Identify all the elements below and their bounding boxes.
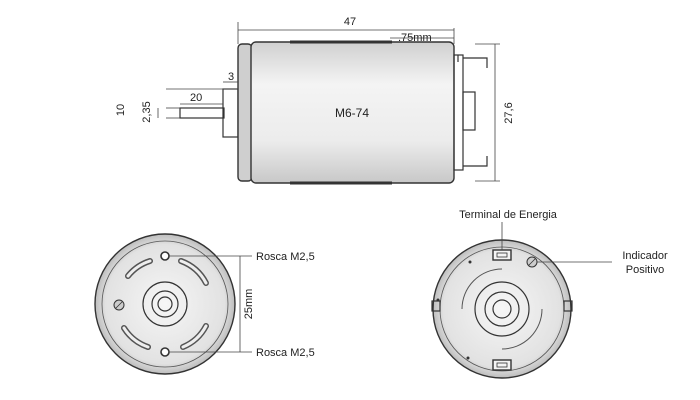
- screw-hole-bottom: [160, 347, 170, 357]
- terminal-bottom: [463, 156, 488, 167]
- indicator-label-line2: Positivo: [626, 264, 665, 276]
- rear-bearing-boss: [462, 91, 476, 131]
- indicator-label-line1: Indicador: [622, 250, 668, 262]
- dimension-hole-spacing: 25mm: [243, 289, 255, 320]
- dimension-overall-length: 47: [344, 16, 356, 28]
- model-label: M6-74: [335, 106, 369, 120]
- motor-shaft: [179, 107, 225, 119]
- dimension-shaft-length: 20: [190, 92, 202, 104]
- rear-shaft-end: [492, 299, 512, 319]
- front-center-boss: [142, 281, 188, 327]
- front-end-rim: [237, 43, 253, 182]
- terminal-label: Terminal de Energia: [459, 209, 558, 221]
- front-shaft-end: [157, 296, 173, 312]
- dimension-shaft-diameter: 2,35: [141, 101, 153, 122]
- rear-end-cap: [453, 54, 464, 171]
- power-terminal-bottom: [492, 359, 512, 371]
- thread-label-bottom: Rosca M2,5: [256, 347, 315, 359]
- rear-center-boss: [474, 281, 530, 337]
- front-view: Rosca M2,5 Rosca M2,5 25mm: [94, 233, 315, 375]
- dimension-shaft-step: 3: [228, 71, 234, 83]
- rear-side-tab-left: [431, 300, 441, 312]
- rear-disc-outer: [432, 239, 572, 379]
- rear-view: Terminal de Energia Indicador Positivo: [431, 209, 668, 379]
- front-bearing-boss: [222, 88, 239, 138]
- dimension-body-offset: .75mm: [398, 32, 432, 44]
- dimension-boss-diameter: 10: [115, 104, 127, 116]
- terminal-top: [463, 57, 488, 68]
- power-terminal-top: [492, 249, 512, 261]
- side-view: M6-74 47 .75mm 27,6 20 3 2,35 10: [115, 16, 515, 185]
- thread-label-top: Rosca M2,5: [256, 251, 315, 263]
- front-disc-rim: [101, 240, 229, 368]
- rear-side-tab-right: [563, 300, 573, 312]
- dimension-height: 27,6: [503, 102, 515, 123]
- screw-hole-top: [160, 251, 170, 261]
